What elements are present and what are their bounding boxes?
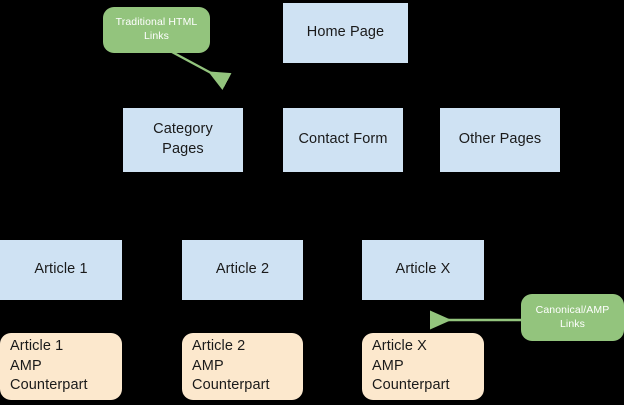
node-other-pages[interactable]: Other Pages — [440, 108, 560, 172]
node-label: Article X — [395, 261, 451, 278]
callout-label: Canonical/AMP Links — [535, 303, 610, 330]
node-article-x[interactable]: Article X — [362, 240, 484, 300]
callout-label: Traditional HTML Links — [115, 16, 198, 42]
node-article-2[interactable]: Article 2 — [182, 240, 303, 300]
node-label: Category Pages — [153, 121, 213, 157]
node-label: Contact Form — [298, 131, 388, 148]
node-label: Article 2 AMP Counterpart — [192, 338, 270, 394]
node-article-2-amp-counterpart[interactable]: Article 2 AMP Counterpart — [182, 333, 303, 400]
node-article-1[interactable]: Article 1 — [0, 240, 122, 300]
node-label: Article 2 — [215, 261, 270, 278]
node-label: Article X AMP Counterpart — [372, 338, 450, 394]
callout-traditional-html-links[interactable]: Traditional HTML Links — [103, 7, 210, 53]
node-label: Other Pages — [458, 131, 542, 148]
node-article-1-amp-counterpart[interactable]: Article 1 AMP Counterpart — [0, 333, 122, 400]
arrow-traditional-html-links — [171, 50, 232, 91]
node-label: Article 1 — [34, 261, 88, 278]
node-home-page[interactable]: Home Page — [283, 3, 408, 63]
node-article-x-amp-counterpart[interactable]: Article X AMP Counterpart — [362, 333, 484, 400]
node-label: Article 1 AMP Counterpart — [10, 338, 88, 394]
node-contact-form[interactable]: Contact Form — [283, 108, 403, 172]
callout-canonical-amp-links[interactable]: Canonical/AMP Links — [521, 294, 624, 341]
node-category-pages[interactable]: Category Pages — [123, 108, 243, 172]
node-label: Home Page — [306, 24, 385, 41]
